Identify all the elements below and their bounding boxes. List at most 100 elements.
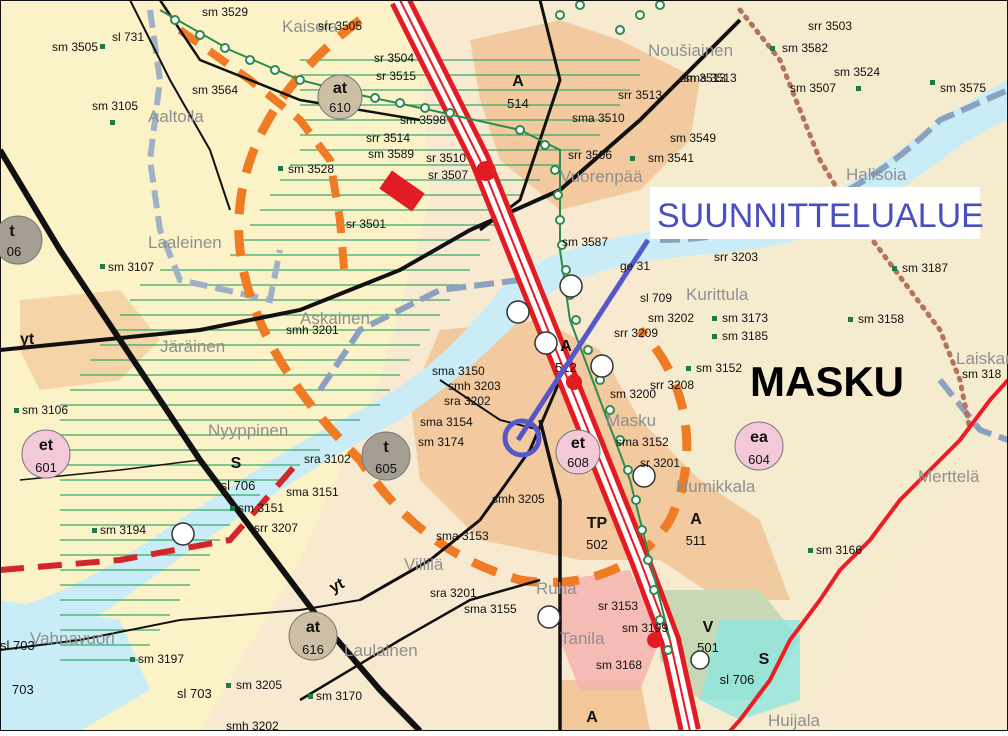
place-name: Humikkala xyxy=(676,477,756,496)
site-label: sm 3529 xyxy=(202,5,248,19)
agricultural-area xyxy=(0,0,430,731)
interchange-dot-masku xyxy=(566,374,582,390)
place-name: Tanila xyxy=(560,629,605,648)
site-label: sm 3166 xyxy=(816,543,862,557)
heritage-label: srr 3503 xyxy=(808,19,852,33)
residential-area-a514 xyxy=(470,20,700,210)
development-zone-west xyxy=(177,26,349,281)
heritage-label: sma 3155 xyxy=(464,602,517,616)
callout-leader-line xyxy=(515,238,651,442)
place-name: Laiskan xyxy=(956,349,1008,368)
area-number-tp502: 502 xyxy=(586,537,608,552)
nature-boundary-mid xyxy=(317,277,521,392)
area-code-a511: A xyxy=(690,511,702,528)
heritage-label: ge 31 xyxy=(620,259,650,273)
place-name: Vahnavuori xyxy=(30,629,115,648)
place-name: Merttelä xyxy=(918,467,980,486)
area-code-a514: A xyxy=(512,73,524,90)
area-code-s-left: S xyxy=(231,455,242,472)
site-label: sm 3170 xyxy=(316,689,362,703)
site-label: sm 3598 xyxy=(400,113,446,127)
heritage-label: smh 3205 xyxy=(492,492,545,506)
area-number-at610: 610 xyxy=(329,100,351,115)
nature-boundary-west xyxy=(146,9,283,304)
site-label: sm 3173 xyxy=(722,311,768,325)
area-symbol-t605 xyxy=(361,431,411,481)
heritage-label: sma 3152 xyxy=(616,435,669,449)
area-code-sl703c: 703 xyxy=(12,682,34,697)
nature-boundary-se xyxy=(937,378,1008,443)
area-symbol-at610 xyxy=(317,74,363,120)
site-label: sm 3105 xyxy=(92,99,138,113)
place-name: Masku xyxy=(606,411,656,430)
site-label: sm 3564 xyxy=(192,83,238,97)
site-label: sm 318 xyxy=(962,367,1002,381)
planned-road-west xyxy=(0,458,303,573)
area-code-at616: at xyxy=(306,619,321,636)
service-area-tp502 xyxy=(560,570,660,690)
area-code-t606: t xyxy=(9,223,15,240)
area-number-t605: 605 xyxy=(375,461,397,476)
area-symbol-et608 xyxy=(555,429,601,475)
area-symbol-at616 xyxy=(288,611,338,661)
area-code-sl703a: sl 703 xyxy=(177,686,212,701)
heritage-label: srr 3209 xyxy=(614,326,658,340)
heritage-label: srr 3506 xyxy=(568,148,612,162)
area-code-a512: A xyxy=(560,338,572,355)
site-label: sm 3505 xyxy=(52,40,98,54)
area-code-tp502: TP xyxy=(587,515,608,532)
protected-area-s xyxy=(700,620,800,720)
area-number-t606: 06 xyxy=(7,244,21,259)
heritage-label: sr 3504 xyxy=(374,51,414,65)
area-code-et601: et xyxy=(39,437,54,454)
area-symbol-ea604 xyxy=(734,421,784,471)
place-name: Villilä xyxy=(404,555,444,574)
site-label: sm 3107 xyxy=(108,260,154,274)
heritage-label: sma 3153 xyxy=(436,529,489,543)
place-name: Nyyppinen xyxy=(208,421,288,440)
place-name: Aaltoila xyxy=(148,107,204,126)
site-label: sm 3205 xyxy=(236,678,282,692)
site-label: sm 3185 xyxy=(722,329,768,343)
area-number-et601: 601 xyxy=(35,460,57,475)
heritage-label: sr 3153 xyxy=(598,599,638,613)
heritage-label: sma 3510 xyxy=(572,111,625,125)
heritage-label: sra 3102 xyxy=(304,452,351,466)
site-label: sm 3197 xyxy=(138,652,184,666)
place-name: Järäinen xyxy=(160,337,225,356)
place-name: Laulainen xyxy=(344,641,418,660)
area-code-et608: et xyxy=(571,435,586,452)
heritage-label: srr 3207 xyxy=(254,521,298,535)
area-number-a511: 511 xyxy=(686,533,707,548)
heritage-label: sma 3154 xyxy=(420,415,473,429)
site-label: sl 731 xyxy=(112,30,144,44)
site-label: sm 3187 xyxy=(902,261,948,275)
area-code-at610: at xyxy=(333,80,348,97)
heritage-label: sra 3202 xyxy=(444,394,491,408)
hatched-ecology-zone xyxy=(60,59,640,661)
site-label: sm 3582 xyxy=(782,41,828,55)
development-zone-ring xyxy=(234,16,692,587)
site-label: sm 3199 xyxy=(622,621,668,635)
heritage-label: sr 3515 xyxy=(376,69,416,83)
site-label: sm 3151 xyxy=(238,501,284,515)
place-name: Askainen xyxy=(300,309,370,328)
area-number-ea604: 604 xyxy=(748,452,770,467)
heritage-label: sr 3507 xyxy=(428,168,468,182)
heritage-label: smh 3202 xyxy=(226,719,279,731)
residential-area-bottom xyxy=(560,680,650,731)
heritage-label: srr 3505 xyxy=(318,19,362,33)
municipality-label: MASKU xyxy=(750,358,904,405)
site-label: sm 3528 xyxy=(288,162,334,176)
place-name: Vuorenpää xyxy=(560,167,643,186)
site-label: sm 3152 xyxy=(696,361,742,375)
place-name: Huijala xyxy=(768,711,821,730)
area-code-sl706-left: sl 706 xyxy=(221,478,256,493)
site-label: sm 3541 xyxy=(648,151,694,165)
heritage-label: sra 3201 xyxy=(430,586,477,600)
place-name: Ruha xyxy=(536,579,577,598)
place-name: Halisoia xyxy=(846,165,907,184)
site-label: sm 3507 xyxy=(790,81,836,95)
